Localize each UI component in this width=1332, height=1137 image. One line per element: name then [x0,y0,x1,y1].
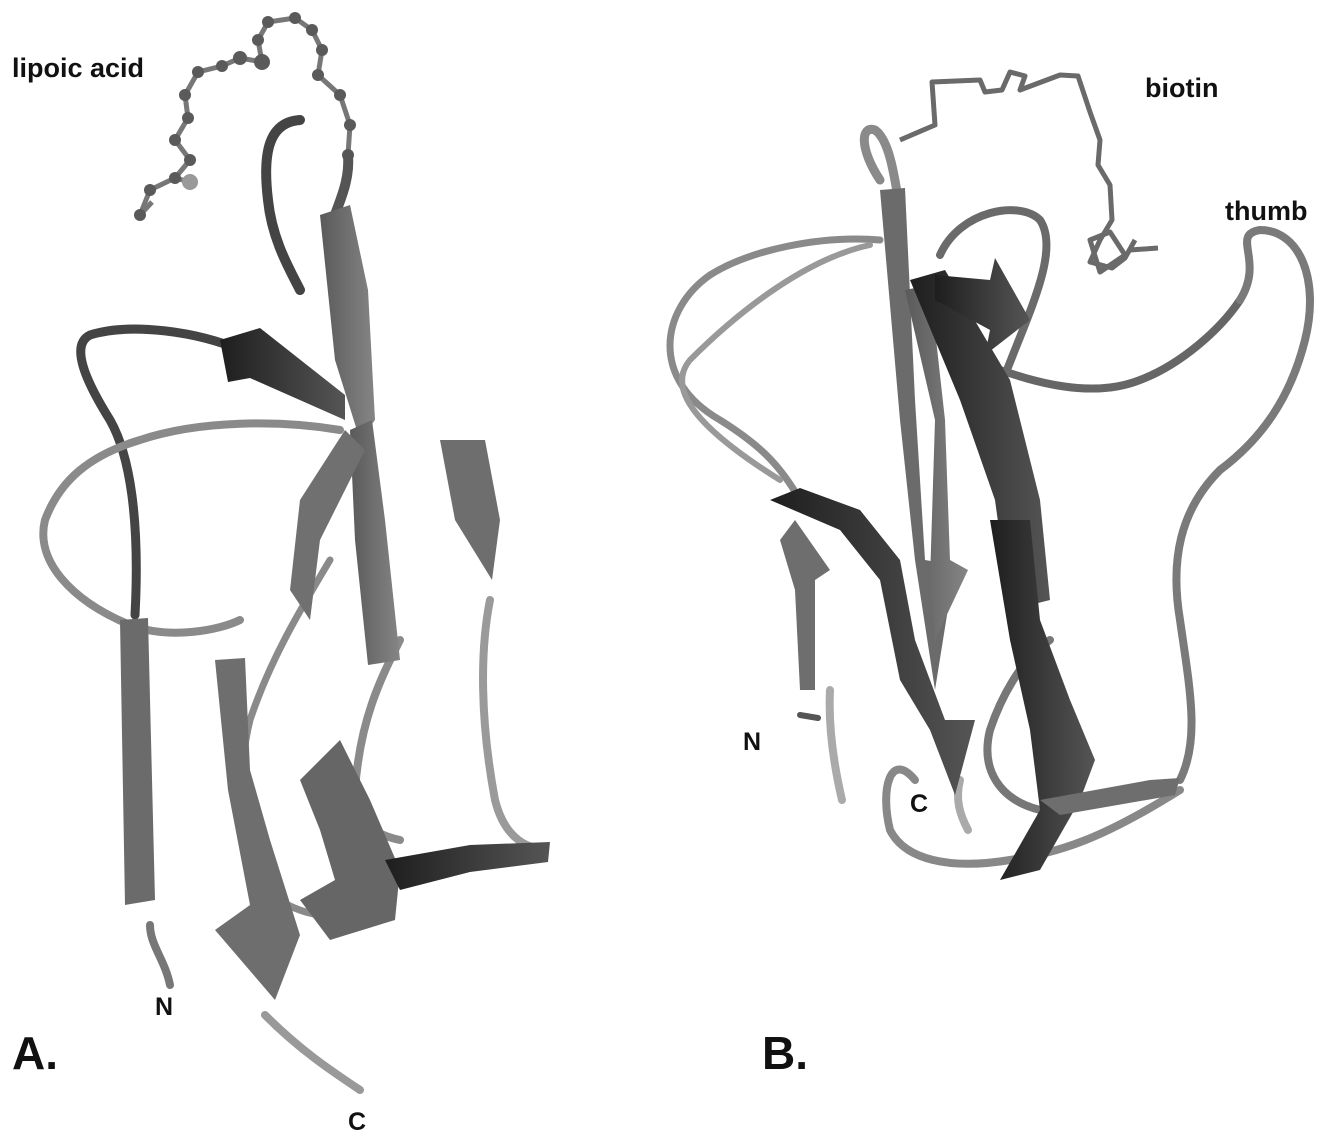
panel-a-label: A. [12,1030,58,1076]
panel-b-c-terminus-label: C [910,792,928,817]
thumb-label: thumb [1225,198,1307,225]
strand-b6 [780,520,830,690]
strand-a6 [290,430,365,620]
panel-b-label: B. [762,1030,808,1076]
strand-a8 [300,740,400,940]
panel-b-coils [670,129,1310,863]
panel-a-n-terminus-label: N [155,995,173,1020]
lipoic-acid-atoms [134,12,356,221]
panel-a-structure [43,12,550,1090]
lipoic-acid-label: lipoic acid [12,55,144,82]
strand-a9 [385,842,550,890]
strand-a5 [215,658,300,1000]
strand-a4 [120,618,155,905]
panel-b-structure [670,72,1310,880]
strand-a7 [440,440,500,580]
biotin-label: biotin [1145,75,1218,102]
biotin-stick [900,72,1158,272]
panel-b-n-terminus-label: N [743,730,761,755]
panel-a-c-terminus-label: C [348,1110,366,1135]
strand-a3 [220,328,345,420]
panel-b-strands [770,188,1180,880]
